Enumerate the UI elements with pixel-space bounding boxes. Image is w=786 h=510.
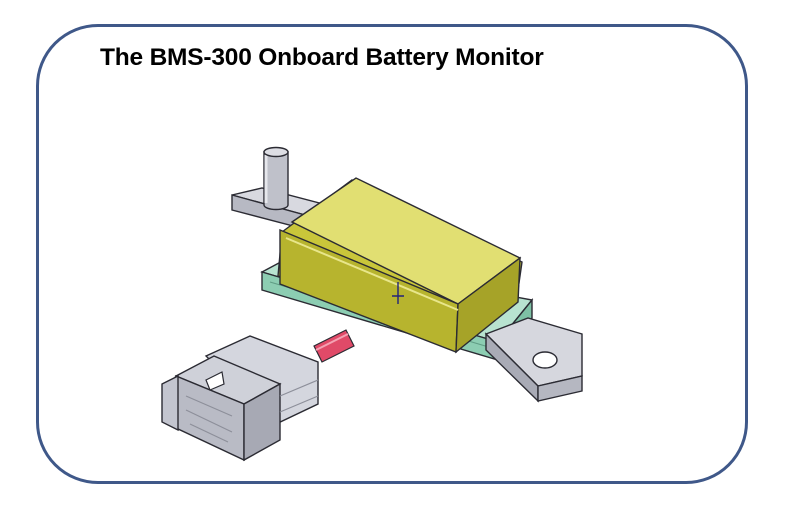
- housing-cover: [277, 177, 523, 354]
- busbar-right: [484, 317, 583, 403]
- cable: [313, 329, 355, 363]
- connector-plug: [161, 335, 319, 462]
- mounting-hole: [532, 351, 558, 369]
- page-title: The BMS-300 Onboard Battery Monitor: [100, 44, 544, 71]
- terminal-post: [263, 146, 289, 211]
